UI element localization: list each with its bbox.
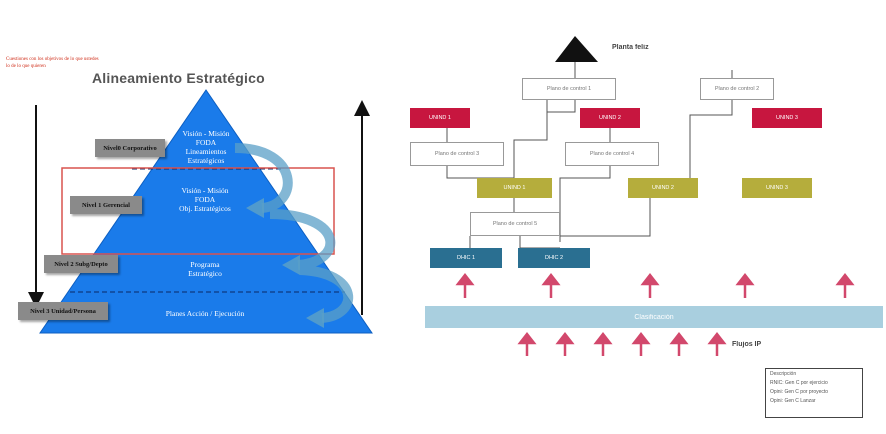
legend-item: Opini: Gen C por proyecto [770,389,829,395]
top-label: Planta feliz [612,44,649,51]
pyramid-text-lower: Programa Estratégico [188,260,222,278]
highlight-box [61,167,335,255]
control-plan-5: Plano de control 5 [470,212,560,236]
red-unit-2: UNIND 2 [580,108,640,128]
legend-item: RNIC: Gen C por ejercicio [770,380,828,386]
pyramid-graphic [28,89,373,334]
classification-label: Clasificación [634,313,674,321]
pyramid-text-top: Visión - Misión FODA Lineamientos Estrat… [182,129,230,165]
curved-arrows [234,143,354,323]
classification-bar [425,306,883,328]
level-3-label: Nivel 3 Unidad/Persona [18,302,108,320]
legend-item: Opini: Gen C Lanzar [770,398,816,404]
legend-title: Descripción [770,371,797,377]
olive-unit-3: UNIND 3 [742,178,812,198]
teal-unit-2: DHIC 2 [518,248,590,268]
red-unit-3: UNIND 3 [752,108,822,128]
lower-arrows [517,331,727,356]
red-note: Cuestiones con los objetivos de lo que u… [6,57,99,69]
pyramid-text-bottom: Planes Acción / Ejecución [165,309,245,318]
top-triangle [555,36,598,62]
control-plan-2: Plano de control 2 [700,78,774,100]
pyramid-text-middle: Visión - Misión FODA Obj. Estratégicos [179,186,231,213]
diagram-title: Alineamiento Estratégico [92,70,265,86]
upper-arrows [455,272,855,298]
level-1-label: Nivel 1 Gerencial [70,196,142,214]
olive-unit-2: UNIND 2 [628,178,698,198]
control-plan-1: Plano de control 1 [522,78,616,100]
level-0-label: Nivel0 Corporativo [95,139,165,157]
flows-label: Flujos IP [732,341,762,348]
level-2-label: Nivel 2 Subg/Depto [44,255,118,273]
olive-unit-1: UNIND 1 [477,178,552,198]
control-plan-3: Plano de control 3 [410,142,504,166]
control-plan-4: Plano de control 4 [565,142,659,166]
teal-unit-1: DHIC 1 [430,248,502,268]
legend-box: Descripción RNIC: Gen C por ejercicio Op… [765,368,863,418]
red-unit-1: UNIND 1 [410,108,470,128]
